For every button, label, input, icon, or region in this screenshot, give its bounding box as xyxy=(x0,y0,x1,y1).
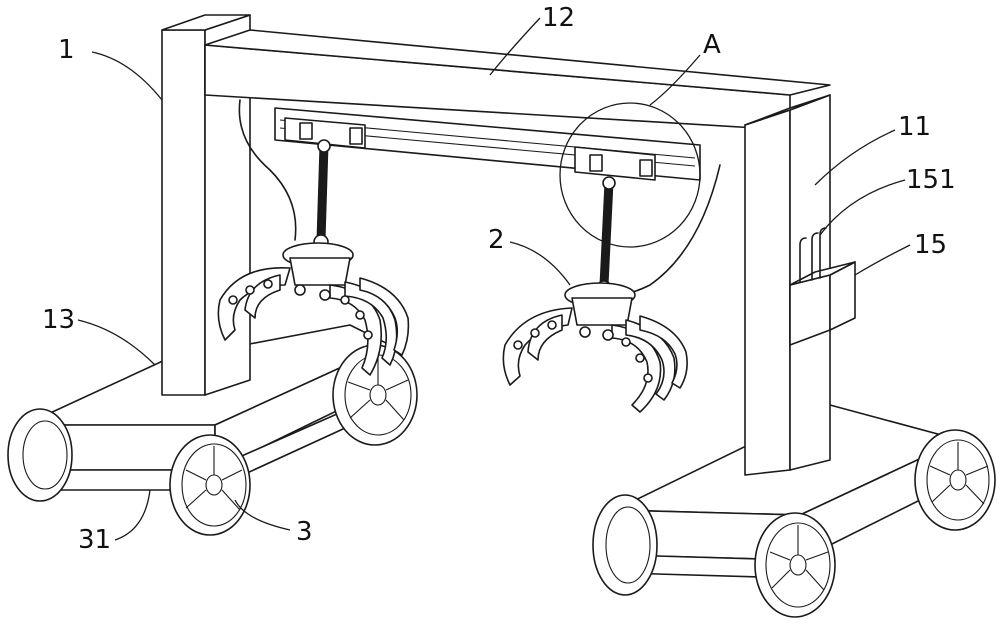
right-front-wheel xyxy=(754,512,836,618)
right-front-left-wheel xyxy=(592,494,658,596)
label-1: 1 xyxy=(58,35,75,65)
label-15: 15 xyxy=(914,230,947,260)
right-grab-claw xyxy=(502,176,688,413)
right-rear-wheel xyxy=(914,429,996,531)
label-2: 2 xyxy=(488,225,505,255)
detail-circle-a xyxy=(559,102,701,248)
label-13: 13 xyxy=(42,305,75,335)
labels: 1 12 A 11 151 15 2 13 31 3 xyxy=(42,3,956,555)
guide-rail xyxy=(274,107,701,181)
right-cable xyxy=(614,164,721,296)
label-31: 31 xyxy=(78,525,111,555)
label-11: 11 xyxy=(898,112,931,142)
label-151: 151 xyxy=(906,165,956,195)
control-box xyxy=(789,227,856,346)
right-pillar xyxy=(744,94,831,476)
left-cable xyxy=(238,99,297,241)
left-rear-wheel xyxy=(7,408,73,502)
left-grab-claw xyxy=(217,139,410,376)
label-12: 12 xyxy=(542,3,575,33)
label-a: A xyxy=(703,30,721,60)
leader-lines xyxy=(77,17,911,541)
left-front-wheel xyxy=(169,434,251,536)
label-3: 3 xyxy=(296,517,313,547)
